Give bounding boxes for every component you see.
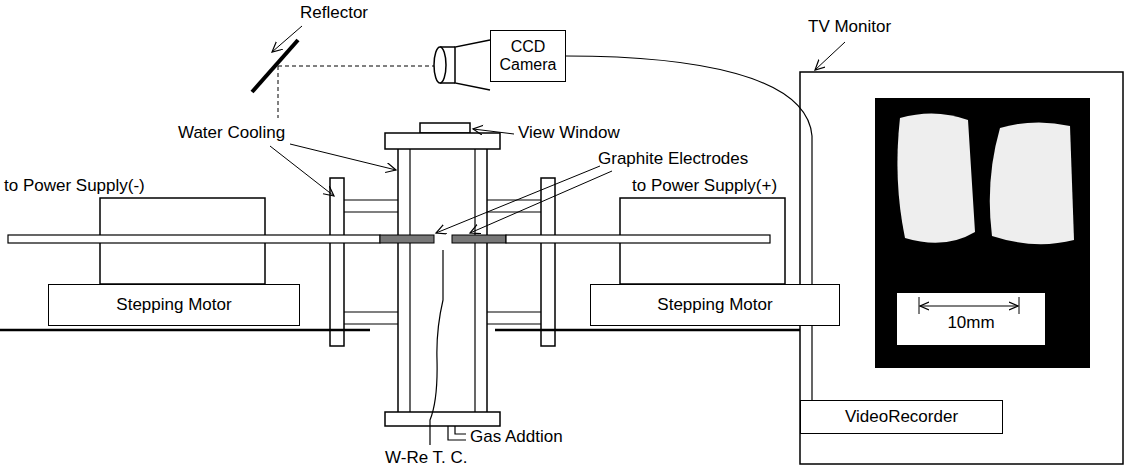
scale-bar xyxy=(920,305,1018,306)
gas-pipe xyxy=(448,426,466,440)
motor-box: Stepping Motor xyxy=(48,284,300,326)
camera-box: CCD Camera xyxy=(490,30,566,82)
box-text: Stepping Motor xyxy=(116,296,231,315)
optical-path xyxy=(278,66,434,67)
top-flange xyxy=(385,133,500,149)
bottom-flange xyxy=(385,412,500,426)
box-text: VideoRecorder xyxy=(845,408,958,427)
scale-box xyxy=(897,293,1045,345)
electrode-image xyxy=(990,122,1074,244)
signal-cable xyxy=(566,56,812,400)
optical-path xyxy=(278,66,279,118)
part-label: W-Re T. C. xyxy=(385,449,468,468)
box-text: Stepping Motor xyxy=(657,296,772,315)
base-line xyxy=(0,329,370,332)
tv-monitor xyxy=(800,72,1123,464)
side-flange xyxy=(541,178,555,346)
reflector xyxy=(252,40,298,92)
lens-front xyxy=(434,47,446,83)
scale-label: 10mm xyxy=(897,314,1045,333)
part-label: Graphite Electrodes xyxy=(598,150,748,169)
part-label: View Window xyxy=(518,124,620,143)
recorder-box: VideoRecorder xyxy=(800,400,1003,434)
base-line xyxy=(495,329,800,332)
part-label: Gas Addtion xyxy=(470,428,563,447)
view-window xyxy=(420,123,470,133)
graphite-electrode xyxy=(380,235,434,243)
monitor-image xyxy=(875,98,1090,368)
part-label: TV Monitor xyxy=(808,18,891,37)
electrode-image xyxy=(897,113,975,242)
chamber-wall xyxy=(397,149,399,412)
part-label: to Power Supply(+) xyxy=(632,177,777,196)
electrode-rod xyxy=(506,235,770,243)
part-label: to Power Supply(-) xyxy=(4,177,145,196)
graphite-electrode xyxy=(452,235,506,243)
electrode-rod xyxy=(8,235,380,243)
part-label: Water Cooling xyxy=(178,124,285,143)
camera-lens xyxy=(455,40,490,90)
box-text: CCD Camera xyxy=(495,38,561,73)
side-flange xyxy=(330,178,344,346)
motor-box: Stepping Motor xyxy=(590,284,840,326)
part-label: Reflector xyxy=(300,4,368,23)
leader-line xyxy=(272,26,302,52)
thermocouple-wire xyxy=(430,250,443,445)
